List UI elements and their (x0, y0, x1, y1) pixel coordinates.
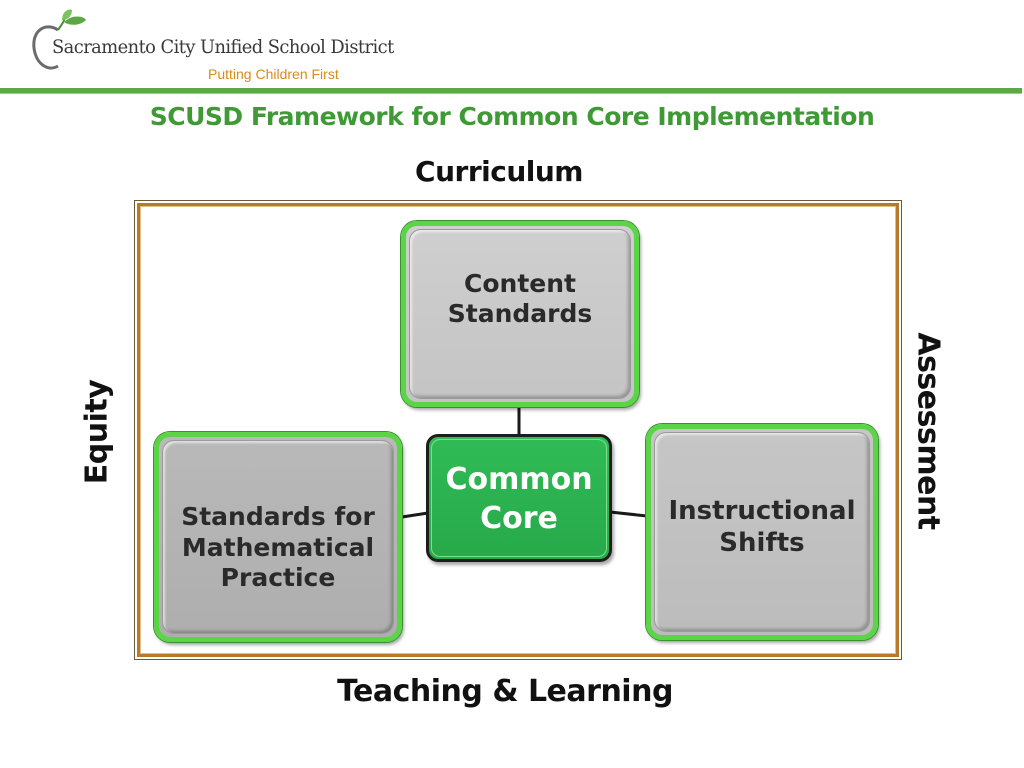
connector-left (401, 511, 429, 519)
node-content-standards-label: Content Standards (447, 268, 593, 329)
node-common-core: Common Core (426, 434, 612, 562)
node-mathematical-practice: Standards for Mathematical Practice (154, 432, 402, 642)
frame-label-curriculum: Curriculum (415, 155, 583, 188)
node-mathematical-practice-label: Standards for Mathematical Practice (181, 502, 375, 593)
node-common-core-label: Common Core (445, 462, 593, 536)
node-instructional-shifts-label: Instructional Shifts (668, 496, 856, 558)
framework-frame-outer (134, 200, 902, 660)
framework-frame (137, 203, 899, 657)
apple-icon (32, 9, 86, 70)
frame-label-teaching-learning: Teaching & Learning (337, 674, 673, 709)
header-divider (0, 88, 1022, 93)
connector-right (609, 510, 648, 518)
slide-title: SCUSD Framework for Common Core Implemen… (149, 102, 875, 131)
district-name: Sacramento City Unified School District (52, 36, 394, 58)
node-content-standards: Content Standards (401, 221, 639, 407)
district-tagline: Putting Children First (208, 66, 339, 82)
header-divider-shadow (0, 93, 1022, 94)
node-instructional-shifts: Instructional Shifts (646, 424, 878, 640)
